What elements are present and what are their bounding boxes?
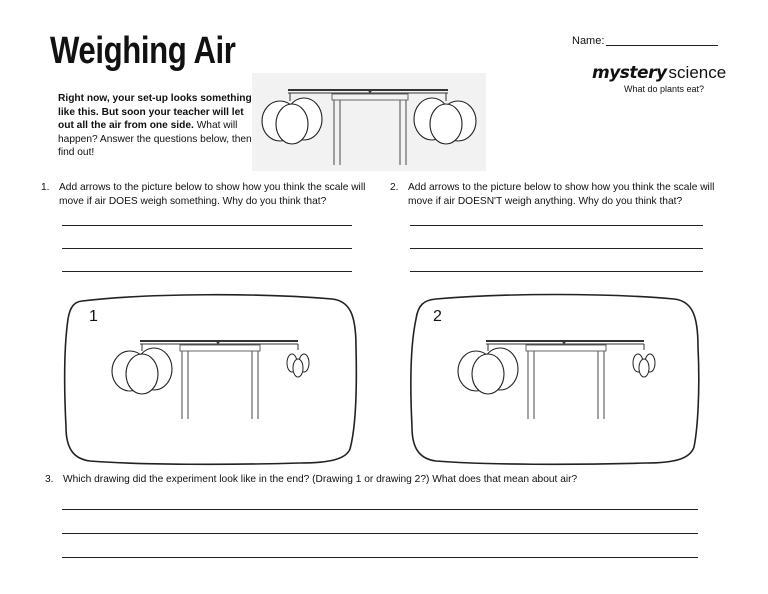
question-2: 2. Add arrows to the picture below to sho… — [390, 181, 725, 208]
name-field[interactable] — [606, 45, 718, 46]
answer-line[interactable] — [62, 271, 352, 272]
setup-illustration — [252, 73, 486, 171]
answer-line[interactable] — [410, 271, 703, 272]
question-text: Which drawing did the experiment look li… — [63, 474, 578, 485]
answer-line[interactable] — [62, 225, 352, 226]
answer-line[interactable] — [410, 225, 703, 226]
question-text: Add arrows to the picture below to show … — [408, 182, 715, 207]
intro-bold: Right now, your set-up looks something l… — [58, 93, 252, 132]
answer-line[interactable] — [62, 557, 698, 558]
question-number: 1. — [41, 182, 50, 193]
question-number: 2. — [390, 182, 399, 193]
question-text: Add arrows to the picture below to show … — [59, 182, 366, 207]
unit-subtitle: What do plants eat? — [624, 84, 705, 94]
panel-number-2: 2 — [433, 308, 442, 325]
panel-number-1: 1 — [89, 308, 98, 325]
page-title: Weighing Air — [50, 30, 236, 72]
drawing-panel-1[interactable] — [60, 287, 360, 467]
name-label: Name: — [572, 35, 605, 47]
question-number: 3. — [45, 474, 54, 485]
intro-text: Right now, your set-up looks something l… — [58, 92, 258, 160]
answer-line[interactable] — [410, 248, 703, 249]
answer-line[interactable] — [62, 533, 698, 534]
drawing-panel-2[interactable] — [406, 287, 704, 467]
logo-science: science — [668, 63, 727, 82]
intro-normal: What will happen? Answer the questions b… — [58, 120, 252, 159]
question-1: 1. Add arrows to the picture below to sho… — [41, 181, 371, 208]
answer-line[interactable] — [62, 248, 352, 249]
logo-brand: mystery — [592, 63, 667, 83]
answer-line[interactable] — [62, 509, 698, 510]
question-3: 3. Which drawing did the experiment look … — [45, 473, 745, 487]
